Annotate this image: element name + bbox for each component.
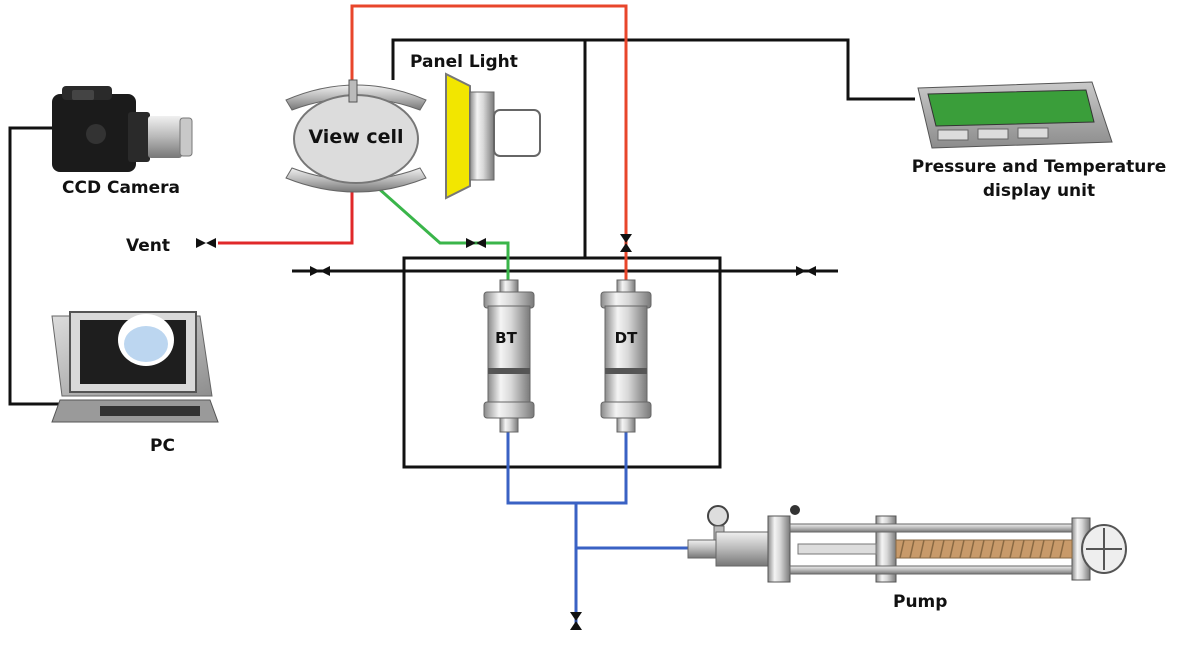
orange-pressure-line [350,4,628,290]
pc-icon [51,311,219,423]
bt-label: BT [495,329,517,347]
panel-light-icon [445,72,541,200]
vent-label: Vent [126,236,170,256]
valve-icon[interactable] [570,612,582,630]
view-cell [285,79,427,193]
valve-icon[interactable] [196,238,216,248]
pressure-temperature-display-label: Pressure and Temperature display unit [911,157,1167,201]
black-wires [8,38,915,406]
view-cell-label: View cell [308,126,404,148]
green-line [377,186,510,290]
valve-icon[interactable] [310,266,330,276]
dt-cylinder [600,279,652,433]
blue-lines [506,432,700,628]
dt-label: DT [614,329,638,347]
ccd-camera-label: CCD Camera [62,178,181,198]
valve-icon[interactable] [620,234,632,252]
valve-icon[interactable] [466,238,486,248]
red-vent-line [218,190,354,245]
bt-cylinder [483,279,535,433]
pump-icon [687,505,1127,583]
ccd-camera-icon [52,86,193,172]
pump-label: Pump [893,592,948,612]
pc-label: PC [150,436,175,456]
display-unit-icon [917,81,1113,149]
water-bath [402,256,722,469]
panel-light-label: Panel Light [410,52,518,72]
valve-icon[interactable] [796,266,816,276]
